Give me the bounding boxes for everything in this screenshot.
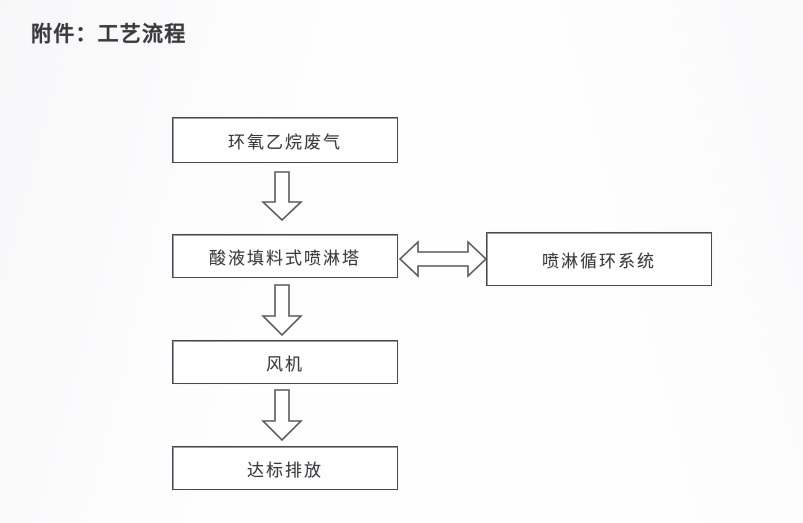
flow-node-label: 风机 xyxy=(266,354,304,375)
flow-node-label: 达标排放 xyxy=(247,460,323,481)
arrow-down-icon xyxy=(260,171,304,222)
flow-node-scrubber: 酸液填料式喷淋塔 xyxy=(172,234,398,278)
flow-node-recirculation-system: 喷淋循环系统 xyxy=(486,232,712,286)
flow-node-feed: 环氧乙烷废气 xyxy=(172,117,398,163)
flow-node-label: 喷淋循环系统 xyxy=(542,251,656,272)
flow-node-fan: 风机 xyxy=(172,340,398,384)
arrow-down-icon xyxy=(261,389,303,442)
flow-node-label: 环氧乙烷废气 xyxy=(228,132,342,153)
arrow-left-right-icon xyxy=(398,240,488,278)
page-title: 附件：工艺流程 xyxy=(31,22,187,46)
flow-node-discharge: 达标排放 xyxy=(172,446,398,490)
flow-node-label: 酸液填料式喷淋塔 xyxy=(209,248,361,269)
arrow-down-icon xyxy=(261,284,303,337)
